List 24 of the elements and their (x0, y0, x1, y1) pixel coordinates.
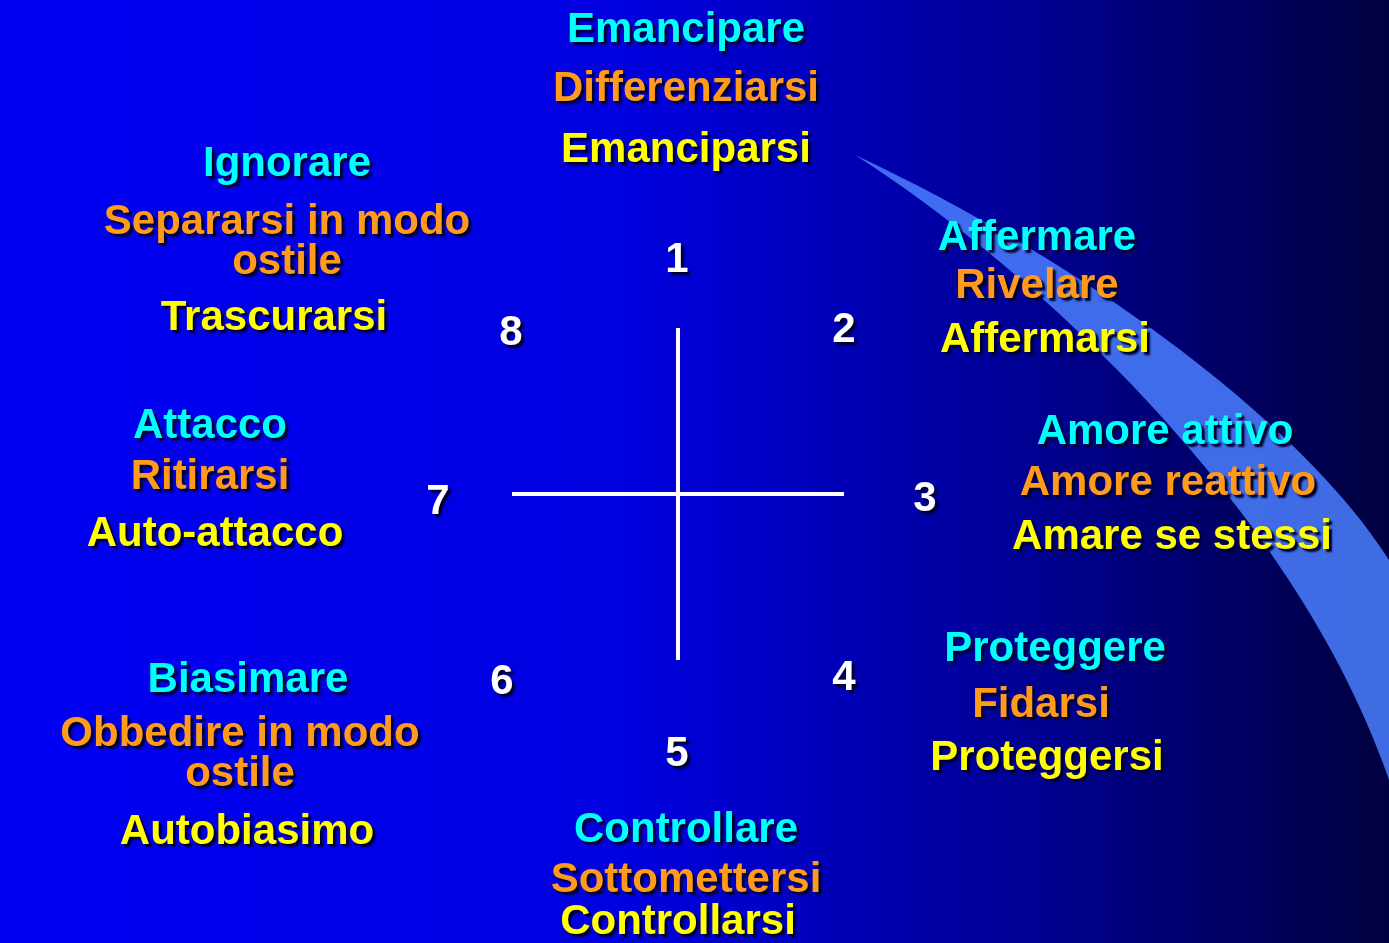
term-label: Obbedire in modo ostile (59, 712, 421, 792)
position-number: 5 (665, 732, 689, 772)
term-label: Affermare (937, 216, 1137, 256)
term-label: Biasimare (147, 658, 349, 698)
term-label: Autobiasimo (119, 810, 375, 850)
position-number: 1 (665, 238, 689, 278)
term-label: Controllarsi (560, 900, 796, 940)
term-label: Sottomettersi (550, 858, 822, 898)
term-label: Separarsi in modo ostile (102, 200, 472, 280)
term-label: Rivelare (955, 264, 1119, 304)
position-number: 4 (832, 656, 856, 696)
term-label: Ritirarsi (130, 455, 290, 495)
position-number: 7 (426, 480, 450, 520)
term-label: Affermarsi (939, 318, 1151, 358)
term-label: Fidarsi (972, 683, 1110, 723)
term-label: Differenziarsi (552, 67, 820, 107)
term-label: Attacco (132, 404, 287, 444)
term-label: Auto-attacco (86, 512, 344, 552)
position-number: 6 (490, 660, 514, 700)
position-number: 3 (913, 477, 937, 517)
position-number: 8 (499, 311, 523, 351)
term-label: Trascurarsi (160, 296, 388, 336)
position-number: 2 (832, 308, 856, 348)
term-label: Controllare (574, 808, 798, 848)
